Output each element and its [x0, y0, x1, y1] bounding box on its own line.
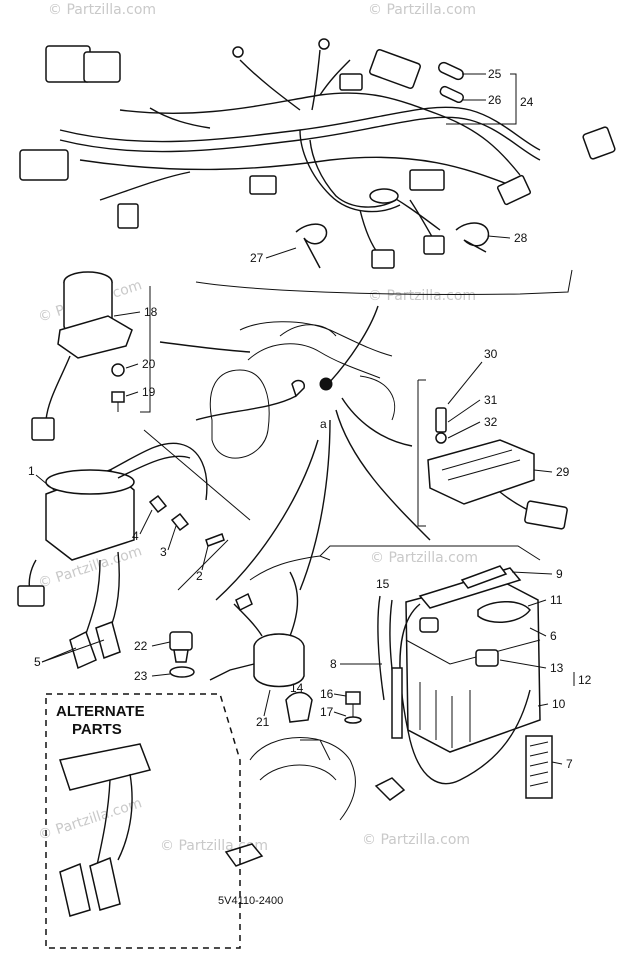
- connector: [371, 249, 395, 269]
- grommet: [170, 512, 190, 532]
- callout-31: 31: [484, 393, 498, 407]
- plug-caps: [69, 621, 121, 670]
- callout-13: 13: [550, 661, 564, 675]
- watermark: © Partzilla.com: [368, 2, 476, 18]
- callout-21: 21: [256, 715, 270, 729]
- callout-15: 15: [376, 577, 390, 591]
- callout-5: 5: [34, 655, 41, 669]
- callout-3: 3: [160, 545, 167, 559]
- inset-label: a: [320, 417, 327, 431]
- bolt: [111, 363, 125, 412]
- bolt-washer: [344, 691, 362, 724]
- callout-2: 2: [196, 569, 203, 583]
- vent-hose: [391, 667, 403, 739]
- callout-32: 32: [484, 415, 498, 429]
- alternate-parts-title: ALTERNATE: [56, 703, 145, 720]
- connector: [582, 126, 616, 160]
- connector: [409, 169, 445, 191]
- callout-12: 12: [578, 673, 592, 687]
- watermark: © Partzilla.com: [362, 832, 470, 848]
- callout-10: 10: [552, 697, 566, 711]
- ignition-point: [319, 377, 333, 391]
- callout-20: 20: [142, 357, 156, 371]
- terminal: [318, 38, 330, 50]
- callout-4: 4: [132, 529, 139, 543]
- motorcycle-outline: [209, 321, 396, 459]
- connector: [339, 73, 363, 91]
- watermark: © Partzilla.com: [370, 550, 478, 566]
- damper: [285, 691, 313, 723]
- callout-23: 23: [134, 669, 148, 683]
- starter-motor: [209, 571, 305, 688]
- callout-17: 17: [320, 705, 334, 719]
- frame-section: [249, 737, 406, 821]
- connector-block: [19, 149, 69, 181]
- ignition-coil: [17, 442, 208, 641]
- alternate-parts-box: ALTERNATE PARTS: [45, 693, 241, 949]
- callout-14: 14: [290, 681, 304, 695]
- regulator-rectifier: [427, 407, 568, 530]
- connector: [249, 175, 277, 195]
- callout-7: 7: [566, 757, 573, 771]
- screw: [205, 533, 225, 547]
- watermark: © Partzilla.com: [368, 288, 476, 304]
- fuse: [437, 61, 465, 81]
- callout-19: 19: [142, 385, 156, 399]
- callout-26: 26: [488, 93, 502, 107]
- connector: [117, 203, 139, 229]
- relay-connector: [83, 51, 121, 83]
- callout-1: 1: [28, 464, 35, 478]
- grommet: [148, 494, 168, 514]
- callout-18: 18: [144, 305, 158, 319]
- connector: [496, 174, 532, 206]
- battery-strap: [418, 565, 531, 623]
- callout-28: 28: [514, 231, 528, 245]
- neutral-switch: [169, 631, 195, 678]
- terminal: [232, 46, 244, 58]
- callout-8: 8: [330, 657, 337, 671]
- connector: [423, 235, 445, 255]
- alternate-parts-title: PARTS: [72, 721, 122, 738]
- callout-27: 27: [250, 251, 264, 265]
- callout-30: 30: [484, 347, 498, 361]
- grommet: [369, 188, 399, 204]
- callout-6: 6: [550, 629, 557, 643]
- callout-11: 11: [550, 593, 563, 607]
- callout-22: 22: [134, 639, 148, 653]
- callout-25: 25: [488, 67, 502, 81]
- part-code: 5V4110-2400: [218, 895, 283, 907]
- watermark: © Partzilla.com: [48, 2, 156, 18]
- battery-label: [525, 735, 553, 799]
- front-arrow: [224, 843, 264, 867]
- callout-24: 24: [520, 95, 534, 109]
- wire-clamp: [295, 223, 328, 269]
- callout-16: 16: [320, 687, 334, 701]
- fuse: [439, 85, 465, 104]
- wire-clamp: [455, 222, 490, 253]
- callout-29: 29: [556, 465, 570, 479]
- harness-connectors: [19, 38, 616, 269]
- starter-relay: [31, 271, 133, 441]
- callouts: 1 2 3 4 5 6 7 8 9 10 11 12 13 14 15 16 1…: [28, 67, 592, 771]
- callout-9: 9: [556, 567, 563, 581]
- leader-arrows: [177, 395, 431, 601]
- connector: [369, 49, 421, 89]
